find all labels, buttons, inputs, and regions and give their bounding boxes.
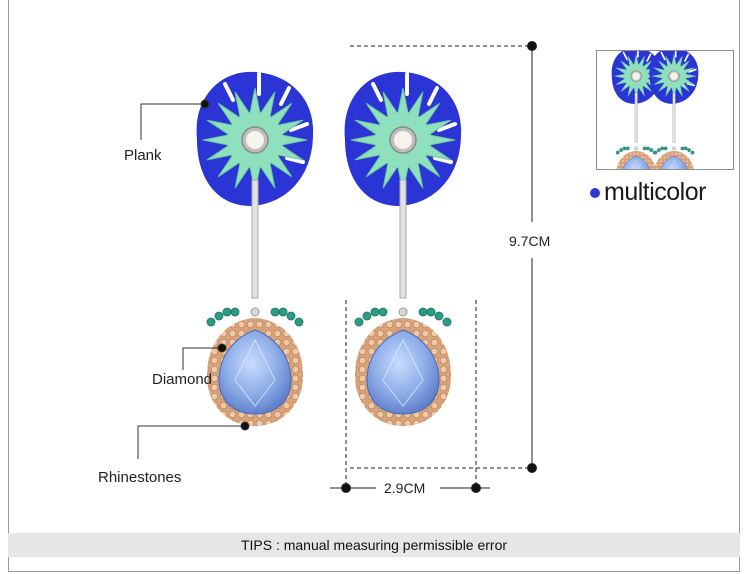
width-measurement: 2.9CM <box>384 480 426 496</box>
label-leaders <box>137 99 250 459</box>
thumbnail-image <box>610 46 700 198</box>
label-rhinestones: Rhinestones <box>98 469 182 486</box>
earring-left <box>194 69 316 428</box>
height-measurement: 9.7CM <box>509 233 551 249</box>
tips-bar: TIPS : manual measuring permissible erro… <box>8 533 740 557</box>
tips-text: TIPS : manual measuring permissible erro… <box>240 537 508 553</box>
earring-right <box>342 69 464 428</box>
color-thumbnail[interactable] <box>596 46 734 198</box>
color-option[interactable]: multicolor <box>590 178 706 207</box>
product-frame <box>8 0 740 572</box>
label-diamond: Diamond <box>152 371 213 388</box>
color-option-label: multicolor <box>604 178 706 206</box>
color-swatch-dot <box>590 187 600 198</box>
measurement-lines <box>330 41 537 493</box>
label-plank: Plank <box>124 147 162 164</box>
